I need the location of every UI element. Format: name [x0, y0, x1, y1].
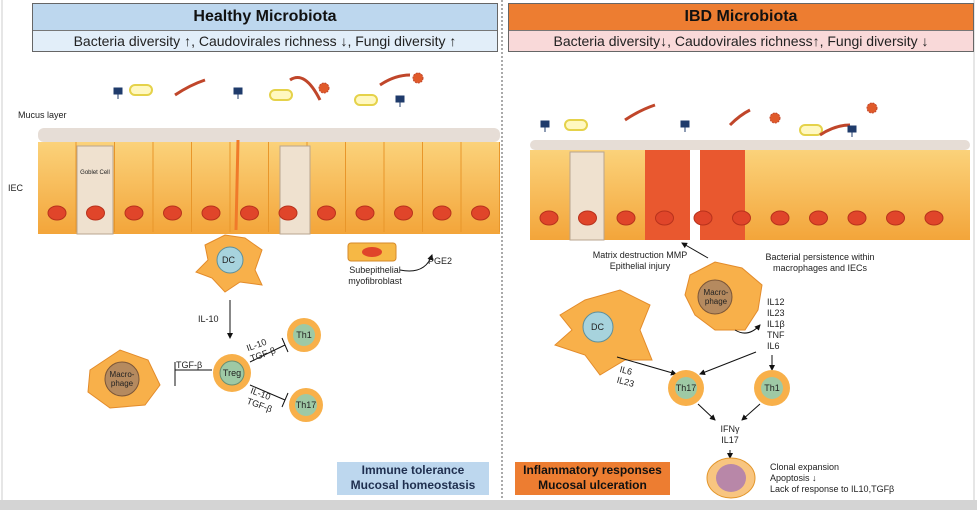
cytokine: IL12 — [767, 297, 785, 307]
tcell-effects: Clonal expansion Apoptosis ↓ Lack of res… — [770, 462, 894, 495]
nucleus — [240, 205, 259, 221]
iec-label: IEC — [8, 183, 24, 193]
nucleus — [847, 210, 867, 226]
ibd-header: IBD Microbiota Bacteria diversity↓, Caud… — [508, 3, 974, 52]
filamentous-bacterium — [624, 103, 656, 122]
bacterium — [564, 119, 588, 131]
ibd-outcome-1: Inflammatory responses — [523, 463, 662, 477]
fungus — [769, 112, 781, 124]
bacteriophage — [680, 120, 690, 132]
bacteriophage — [847, 125, 857, 137]
nucleus — [539, 210, 559, 226]
cytokine: IFNγ — [720, 424, 740, 434]
nucleus — [924, 210, 944, 226]
nucleus — [732, 210, 751, 226]
ibd-th1-label: Th1 — [764, 383, 780, 393]
nucleus — [886, 210, 905, 226]
healthy-dc-label: DC — [222, 255, 235, 265]
goblet-label: Goblet Cell — [80, 170, 110, 176]
fungus — [412, 72, 424, 84]
nucleus — [163, 205, 182, 221]
nucleus — [809, 210, 828, 226]
pge2-label: PGE2 — [428, 256, 453, 266]
healthy-macrophage-label: Macro-phage — [109, 370, 135, 388]
bacterium — [799, 124, 823, 136]
healthy-title: Healthy Microbiota — [33, 4, 497, 31]
nucleus — [394, 205, 413, 221]
fungus — [318, 82, 330, 94]
effect: Apoptosis ↓ — [770, 473, 817, 483]
effector-cytokines: IFNγ IL17 — [715, 424, 745, 446]
nucleus — [616, 210, 636, 226]
nucleus — [124, 205, 144, 221]
ibd-outcome-2: Mucosal ulceration — [538, 478, 647, 492]
cytokine: IL23 — [767, 308, 785, 318]
persistence-line-1: Bacterial persistence within — [765, 252, 875, 262]
matrix-line-2: Epithelial injury — [609, 261, 671, 271]
healthy-th1-label: Th1 — [296, 330, 312, 340]
nucleus — [770, 210, 790, 226]
matrix-line-1: Matrix destruction MMP — [592, 250, 688, 260]
ibd-title: IBD Microbiota — [509, 4, 973, 31]
nucleus — [355, 205, 375, 221]
ibd-th17-label: Th17 — [675, 383, 697, 393]
cytokine: TNF — [767, 330, 785, 340]
myofibroblast-label: Subepithelial myofibroblast — [348, 265, 402, 286]
nucleus — [317, 205, 336, 221]
ibd-subtitle: Bacteria diversity↓, Caudovirales richne… — [509, 31, 973, 51]
filamentous-bacterium — [379, 73, 411, 87]
fungus — [866, 102, 878, 114]
ibd-macrophage-label: Macro-phage — [703, 288, 729, 306]
healthy-outcome-1: Immune tolerance — [361, 463, 465, 477]
nucleus — [278, 205, 298, 221]
nucleus — [655, 210, 674, 226]
bacteriophage — [233, 87, 243, 99]
healthy-subtitle: Bacteria diversity ↑, Caudovirales richn… — [33, 31, 497, 51]
filamentous-bacterium — [174, 78, 206, 97]
nucleus — [693, 210, 713, 226]
bacterium — [354, 94, 378, 106]
bacteriophage — [540, 120, 550, 132]
bacterium — [129, 84, 153, 96]
filamentous-bacterium — [819, 123, 851, 137]
cytokine: IL1β — [767, 319, 785, 329]
effect: Lack of response to IL10,TGFβ — [770, 484, 895, 494]
healthy-header: Healthy Microbiota Bacteria diversity ↑,… — [32, 3, 498, 52]
effect: Clonal expansion — [770, 462, 840, 472]
bacteriophage — [395, 95, 405, 107]
tgfb-label: TGF-β — [176, 360, 203, 370]
healthy-outcome-2: Mucosal homeostasis — [350, 478, 476, 492]
cytokine: IL17 — [721, 435, 739, 445]
mucus-label: Mucus layer — [18, 110, 67, 120]
il10-label: IL-10 — [198, 314, 219, 324]
persistence-label: Bacterial persistence within macrophages… — [755, 252, 885, 274]
healthy-outcome-box: Immune tolerance Mucosal homeostasis — [337, 462, 489, 495]
ibd-dc-label: DC — [591, 322, 604, 332]
treg-label: Treg — [222, 368, 242, 378]
bacterium — [269, 89, 293, 101]
filamentous-bacterium — [728, 108, 751, 127]
healthy-th17-label: Th17 — [295, 400, 317, 410]
nucleus — [578, 210, 597, 226]
nucleus — [201, 205, 221, 221]
ibd-epithelium — [530, 140, 970, 241]
ibd-outcome-box: Inflammatory responses Mucosal ulceratio… — [515, 462, 670, 495]
macrophage-cytokines: IL12 IL23 IL1β TNF IL6 — [767, 297, 785, 352]
nucleus — [432, 205, 452, 221]
nucleus — [47, 205, 67, 221]
bacteriophage — [113, 87, 123, 99]
persistence-line-2: macrophages and IECs — [772, 263, 868, 273]
cytokine: IL6 — [767, 341, 780, 351]
filamentous-bacterium — [289, 76, 322, 101]
matrix-label: Matrix destruction MMP Epithelial injury — [580, 250, 700, 272]
nucleus — [86, 205, 105, 221]
nucleus — [471, 205, 490, 221]
